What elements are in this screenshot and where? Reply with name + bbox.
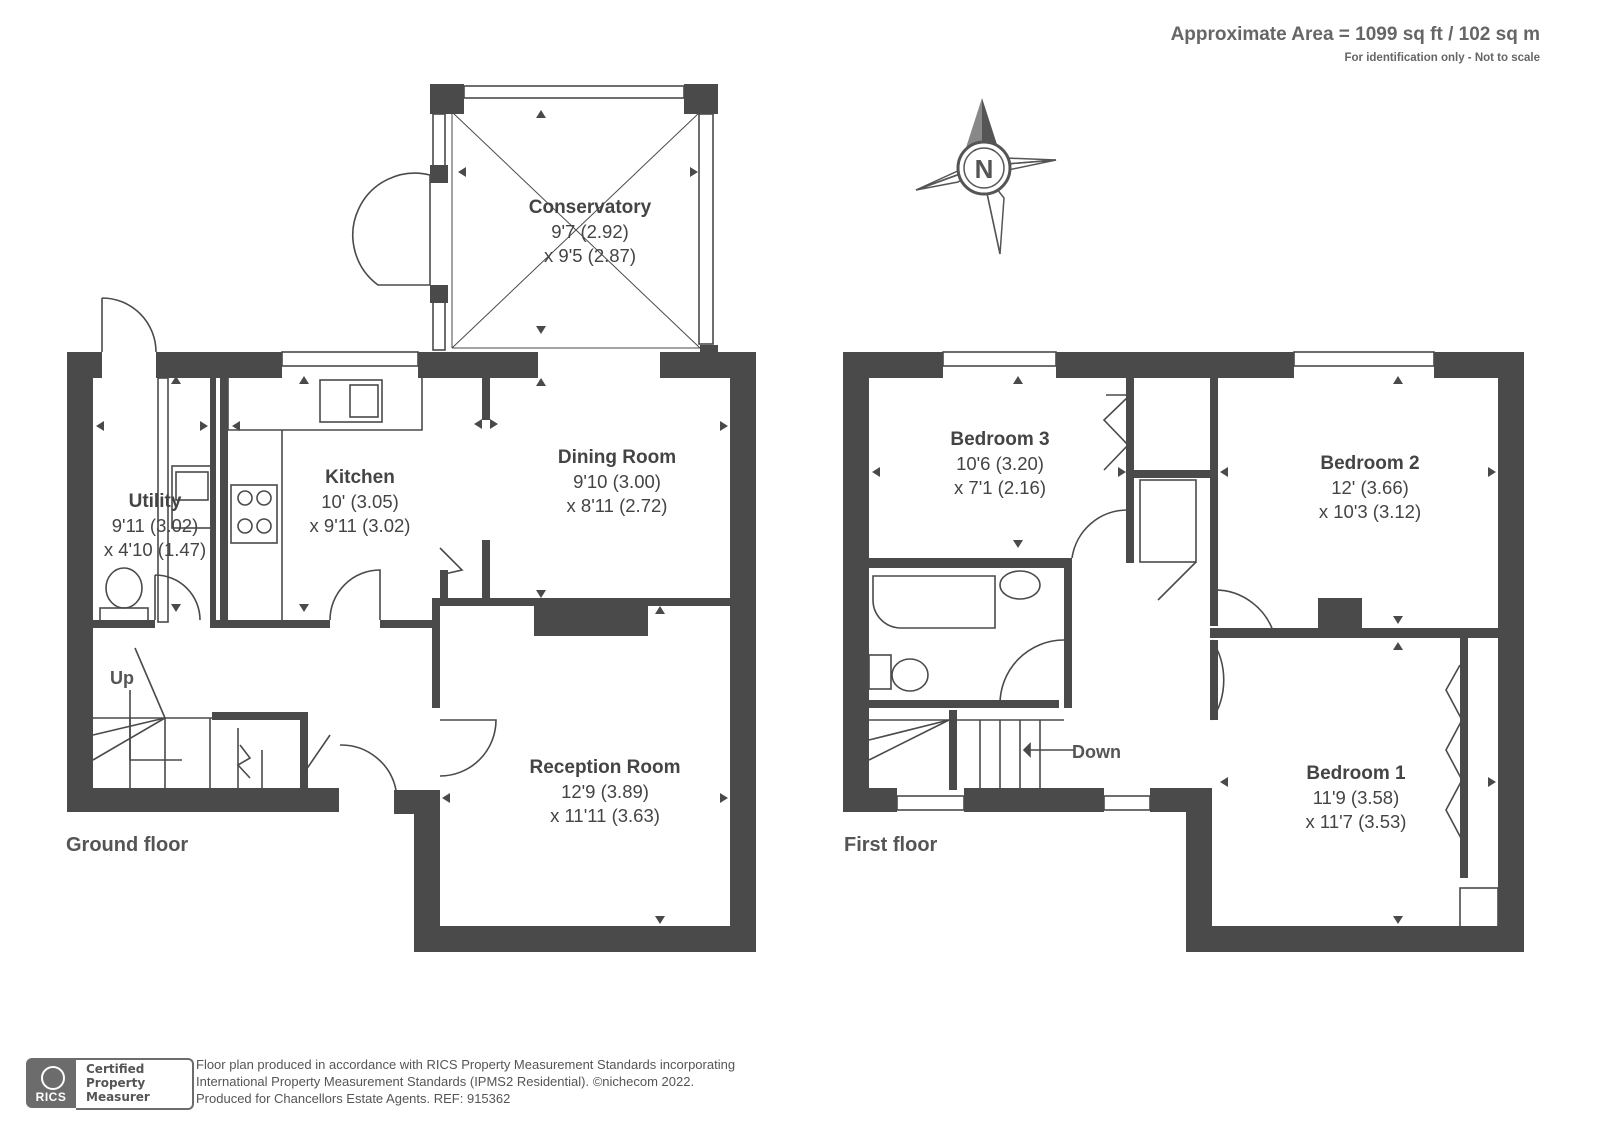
stairs-up-label: Up [110, 668, 134, 688]
certified-measurer-box: Certified Property Measurer [76, 1058, 194, 1110]
area-summary: Approximate Area = 1099 sq ft / 102 sq m… [1171, 24, 1540, 64]
dimension-markers [96, 110, 1496, 924]
badge-line2: Property [86, 1076, 146, 1090]
room-dim2: x 10'3 (3.12) [1318, 501, 1422, 522]
room-dim1: 12' (3.66) [1331, 477, 1409, 498]
footer-line3: Produced for Chancellors Estate Agents. … [196, 1091, 511, 1106]
room-dim2: x 7'1 (2.16) [954, 477, 1046, 498]
rics-logo: RICS [26, 1058, 76, 1108]
room-dim1: 9'11 (3.02) [111, 515, 199, 536]
room-bedroom-1: Bedroom 1 11'9 (3.58) x 11'7 (3.53) [1276, 762, 1436, 834]
room-dim1: 10'6 (3.20) [956, 453, 1044, 474]
room-name: Bedroom 2 [1320, 453, 1420, 474]
room-name: Reception Room [529, 757, 681, 778]
first-floor-lines [848, 351, 1499, 943]
room-dim1: 10' (3.05) [321, 491, 399, 512]
room-dim2: x 11'11 (3.63) [550, 805, 660, 826]
ground-floor-label: Ground floor [66, 834, 189, 856]
compass-north-label: N [975, 154, 994, 184]
footer-line1: Floor plan produced in accordance with R… [196, 1057, 736, 1072]
footer-text: Floor plan produced in accordance with R… [196, 1056, 735, 1107]
room-dim1: 11'9 (3.58) [1312, 787, 1400, 808]
room-bedroom-2: Bedroom 2 12' (3.66) x 10'3 (3.12) [1290, 452, 1450, 524]
room-dim1: 12'9 (3.89) [561, 781, 649, 802]
room-conservatory: Conservatory 9'7 (2.92) x 9'5 (2.87) [500, 196, 680, 268]
ground-floor-lines [71, 85, 714, 791]
room-dim2: x 9'11 (3.02) [309, 515, 411, 536]
room-dim2: x 8'11 (2.72) [566, 495, 668, 516]
badge-line1: Certified [86, 1062, 145, 1076]
rics-badge: RICS Certified Property Measurer [26, 1058, 194, 1110]
room-dim1: 9'10 (3.00) [573, 471, 661, 492]
room-reception-room: Reception Room 12'9 (3.89) x 11'11 (3.63… [505, 756, 705, 828]
room-dim2: x 11'7 (3.53) [1305, 811, 1407, 832]
scale-note: For identification only - Not to scale [1344, 52, 1540, 64]
room-name: Dining Room [557, 447, 677, 468]
badge-line3: Measurer [86, 1090, 150, 1104]
compass-rose: N [915, 98, 1057, 255]
room-kitchen: Kitchen 10' (3.05) x 9'11 (3.02) [290, 466, 430, 538]
room-name: Utility [128, 491, 182, 512]
room-utility: Utility 9'11 (3.02) x 4'10 (1.47) [84, 490, 226, 562]
first-floor-label: First floor [844, 834, 938, 856]
rics-crest-icon [41, 1066, 65, 1090]
ground-floor-walls [67, 84, 756, 952]
room-name: Bedroom 1 [1306, 763, 1406, 784]
room-name: Conservatory [528, 197, 652, 218]
first-floor-walls [843, 352, 1524, 952]
room-dim1: 9'7 (2.92) [551, 221, 629, 242]
room-name: Kitchen [325, 467, 395, 488]
room-bedroom-3: Bedroom 3 10'6 (3.20) x 7'1 (2.16) [920, 428, 1080, 500]
rics-logo-text: RICS [35, 1090, 67, 1104]
room-name: Bedroom 3 [950, 429, 1050, 450]
room-dim2: x 4'10 (1.47) [103, 539, 207, 560]
room-dim2: x 9'5 (2.87) [544, 245, 636, 266]
approximate-area: Approximate Area = 1099 sq ft / 102 sq m [1170, 24, 1540, 45]
room-dining-room: Dining Room 9'10 (3.00) x 8'11 (2.72) [532, 446, 702, 518]
footer-line2: International Property Measurement Stand… [196, 1074, 695, 1089]
stairs-down-label: Down [1072, 742, 1121, 762]
